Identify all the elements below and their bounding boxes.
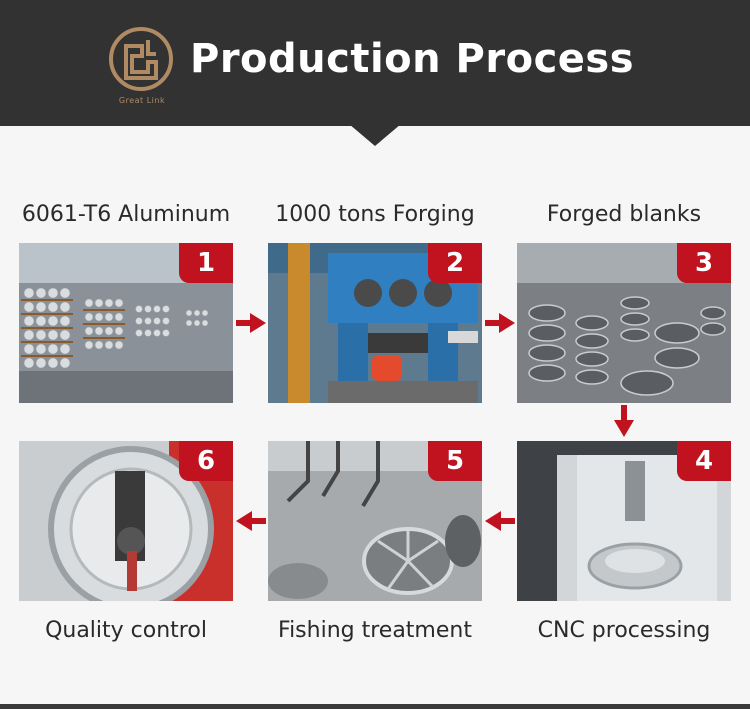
step-5-label: Fishing treatment <box>278 618 472 643</box>
arrow-left-icon <box>485 511 515 531</box>
step-6-label: Quality control <box>45 618 207 643</box>
bottom-divider <box>0 704 750 709</box>
step-4-label: CNC processing <box>537 618 711 643</box>
step-1-number-badge: 1 <box>179 243 233 283</box>
step-3-label: Forged blanks <box>546 202 702 227</box>
step-3-number-badge: 3 <box>677 243 731 283</box>
step-5-number-badge: 5 <box>428 441 482 481</box>
step-6-number-badge: 6 <box>179 441 233 481</box>
step-2-label: 1000 tons Forging <box>275 202 475 227</box>
step-4-photo: 4 <box>517 441 731 601</box>
arrow-down-icon <box>614 405 634 437</box>
arrow-left-icon <box>236 511 266 531</box>
header-notch <box>349 124 401 146</box>
step-2-photo: 2 <box>268 243 482 403</box>
step-1-photo: 1 <box>19 243 233 403</box>
step-1-label: 6061-T6 Aluminum <box>21 202 231 227</box>
step-5-photo: 5 <box>268 441 482 601</box>
step-3-photo: 3 <box>517 243 731 403</box>
arrow-right-icon <box>485 313 515 333</box>
great-link-logo <box>109 27 173 91</box>
logo-text: Great Link <box>118 96 166 105</box>
step-4-number-badge: 4 <box>677 441 731 481</box>
page-title: Production Process <box>190 36 635 82</box>
step-2-number-badge: 2 <box>428 243 482 283</box>
step-6-photo: 6 <box>19 441 233 601</box>
arrow-right-icon <box>236 313 266 333</box>
header-banner: Great Link Production Process <box>0 0 750 126</box>
